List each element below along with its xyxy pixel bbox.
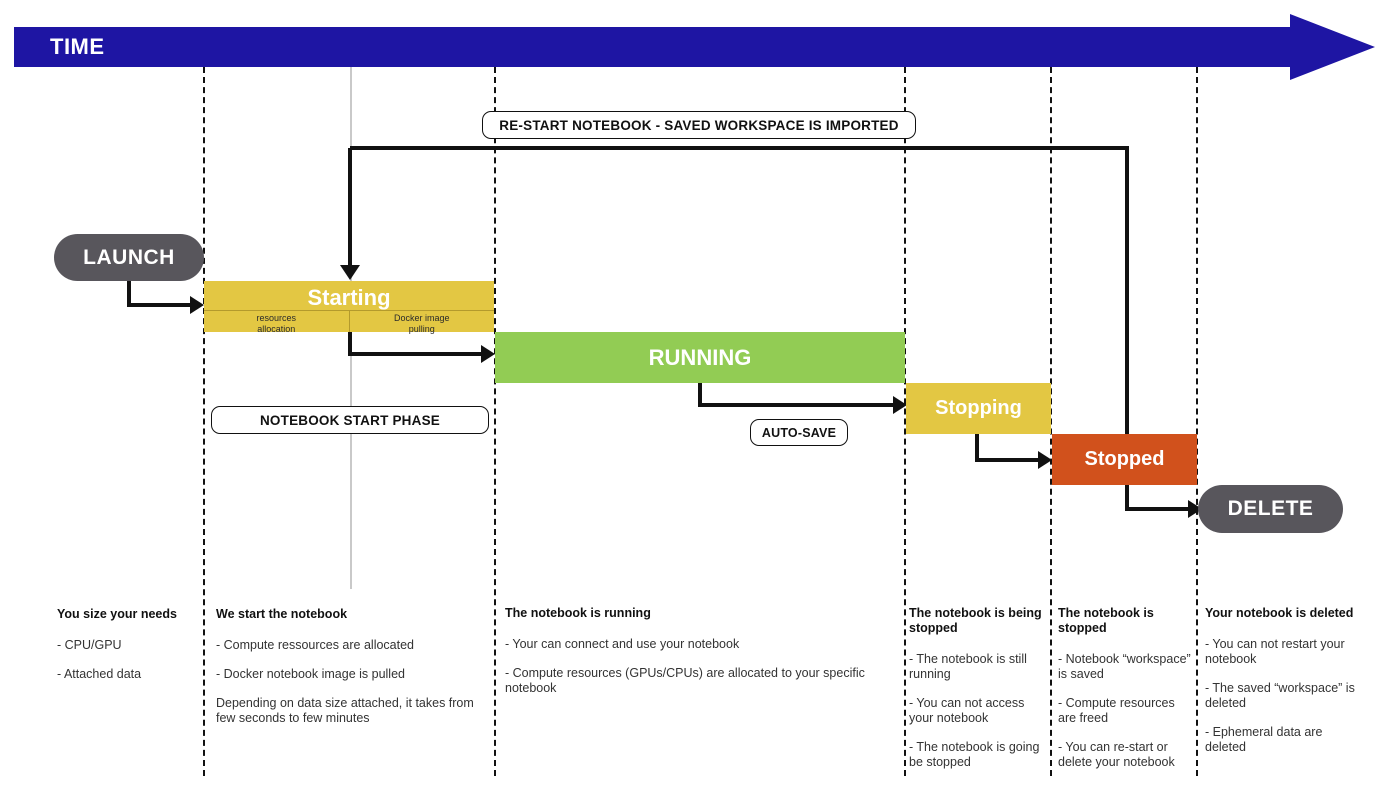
time-axis-label: TIME	[50, 34, 105, 59]
running-to-stopping-horizontal	[698, 403, 900, 407]
column-item: - You can not access your notebook	[909, 696, 1025, 725]
time-axis-bar	[14, 27, 1304, 67]
stopping-to-stopped-arrowhead-icon	[1038, 451, 1052, 469]
column-item: - You can re-start or delete your notebo…	[1058, 740, 1175, 769]
column-heading: Your notebook is deleted	[1205, 606, 1354, 620]
description-column-sizing: You size your needs - CPU/GPU - Attached…	[57, 607, 192, 696]
phase-stopping-label: Stopping	[935, 397, 1022, 419]
launch-terminator[interactable]: LAUNCH	[54, 234, 204, 281]
description-column-running: The notebook is running - Your can conne…	[505, 606, 895, 710]
description-column-stopping: The notebook is being stopped - The note…	[909, 606, 1045, 784]
column-item: - Compute resources (GPUs/CPUs) are allo…	[505, 666, 865, 695]
restart-loop-arrowhead-icon	[340, 265, 360, 280]
column-heading: We start the notebook	[216, 607, 348, 621]
launch-connector-vertical	[127, 281, 131, 307]
stopping-to-stopped-vertical	[975, 434, 979, 458]
delete-terminator[interactable]: DELETE	[1198, 485, 1343, 533]
phase-starting-substages: resources allocation Docker image pullin…	[204, 310, 495, 334]
column-heading: The notebook is being stopped	[909, 606, 1042, 635]
note-auto-save: AUTO-SAVE	[750, 419, 848, 446]
guideline-running	[494, 67, 496, 776]
substage-docker-line2: pulling	[408, 323, 435, 334]
substage-resources-line2: allocation	[257, 323, 296, 334]
starting-to-running-arrowhead-icon	[481, 345, 495, 363]
column-item: - Compute ressources are allocated	[216, 638, 415, 652]
running-to-stopping-arrowhead-icon	[893, 396, 907, 414]
column-item: - The notebook is still running	[909, 652, 1027, 681]
stopped-to-delete-vertical	[1125, 485, 1129, 509]
column-item: - CPU/GPU	[57, 638, 122, 652]
note-notebook-start-phase: NOTEBOOK START PHASE	[211, 406, 489, 434]
phase-running[interactable]: RUNNING	[495, 332, 905, 383]
phase-starting[interactable]: Starting resources allocation Docker ima…	[204, 281, 495, 334]
starting-to-running-horizontal	[348, 352, 488, 356]
guideline-delete	[1196, 67, 1198, 776]
column-item: - Your can connect and use your notebook	[505, 637, 740, 651]
phase-stopped-label: Stopped	[1084, 448, 1165, 470]
description-column-deleted: Your notebook is deleted - You can not r…	[1205, 606, 1355, 769]
guideline-stopped	[1050, 67, 1052, 776]
guideline-stopping	[904, 67, 906, 776]
stopping-to-stopped-horizontal	[975, 458, 1045, 462]
guideline-start	[203, 67, 205, 776]
phase-starting-label: Starting	[307, 285, 391, 310]
column-heading: You size your needs	[57, 607, 177, 621]
column-item: Depending on data size attached, it take…	[216, 696, 474, 725]
substage-resources-allocation: resources allocation	[204, 311, 349, 334]
column-item: - Ephemeral data are deleted	[1205, 725, 1323, 754]
note-restart-notebook: RE-START NOTEBOOK - SAVED WORKSPACE IS I…	[482, 111, 916, 139]
column-item: - The saved “workspace” is deleted	[1205, 681, 1355, 710]
starting-to-running-vertical	[348, 332, 352, 356]
launch-connector-arrowhead-icon	[190, 296, 204, 314]
substage-docker-line1: Docker image	[393, 313, 450, 323]
substage-resources-line1: resources	[256, 313, 296, 323]
column-heading: The notebook is stopped	[1058, 606, 1154, 635]
restart-loop-horizontal	[350, 146, 1129, 150]
running-to-stopping-vertical	[698, 383, 702, 407]
description-column-starting: We start the notebook - Compute ressourc…	[216, 607, 488, 740]
time-axis-arrowhead-icon	[1290, 14, 1375, 80]
launch-connector-horizontal	[127, 303, 197, 307]
column-item: - Attached data	[57, 667, 142, 681]
substage-docker-image-pulling: Docker image pulling	[348, 311, 495, 334]
description-column-stopped: The notebook is stopped - Notebook “work…	[1058, 606, 1192, 784]
column-item: - Docker notebook image is pulled	[216, 667, 405, 681]
phase-running-label: RUNNING	[648, 345, 752, 370]
column-heading: The notebook is running	[505, 606, 651, 620]
phase-stopping[interactable]: Stopping	[906, 383, 1051, 434]
stopped-to-delete-horizontal	[1125, 507, 1195, 511]
column-item: - You can not restart your notebook	[1205, 637, 1345, 666]
column-item: - Compute resources are freed	[1058, 696, 1175, 725]
column-item: - The notebook is going be stopped	[909, 740, 1040, 769]
phase-stopped[interactable]: Stopped	[1052, 434, 1197, 485]
restart-loop-vertical-right	[1125, 148, 1129, 436]
restart-loop-vertical-left	[348, 148, 352, 266]
column-item: - Notebook “workspace” is saved	[1058, 652, 1191, 681]
